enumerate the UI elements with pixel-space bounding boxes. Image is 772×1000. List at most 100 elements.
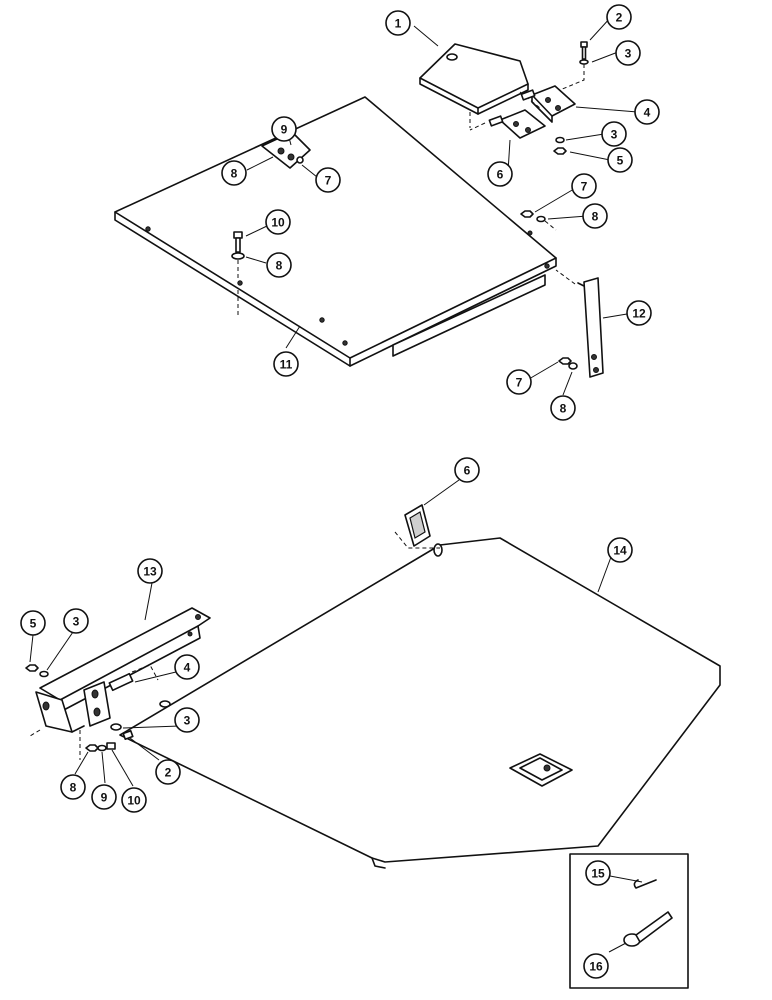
upper-panel [114, 96, 557, 367]
callout-label: 11 [280, 358, 293, 372]
callout-circle [265, 209, 291, 235]
leader-lines [29, 16, 643, 953]
callout-3: 3 [63, 608, 89, 634]
callout-circle [155, 759, 181, 785]
callout-circle [585, 860, 611, 886]
callout-circle [582, 203, 608, 229]
callout-8: 8 [60, 774, 86, 800]
callout-4: 4 [634, 99, 660, 125]
callout-6: 6 [487, 161, 513, 187]
callout-circle [174, 707, 200, 733]
nut-washer-strap [558, 357, 578, 370]
callout-circle [454, 457, 480, 483]
callout-circle [137, 558, 163, 584]
support-strap [555, 269, 604, 378]
callout-label: 1 [395, 17, 402, 31]
callout-circle [20, 610, 46, 636]
callout-8: 8 [550, 395, 576, 421]
callout-circle [571, 173, 597, 199]
callout-9: 9 [271, 116, 297, 142]
callout-10: 10 [265, 209, 291, 235]
callout-3: 3 [601, 121, 627, 147]
callout-9: 9 [91, 784, 117, 810]
callout-circle [601, 121, 627, 147]
callout-circle [121, 787, 147, 813]
callout-2: 2 [606, 4, 632, 30]
callout-circle [63, 608, 89, 634]
callout-13: 13 [137, 558, 163, 584]
callout-label: 12 [632, 307, 646, 321]
callout-circle [634, 99, 660, 125]
callout-7: 7 [571, 173, 597, 199]
callout-14: 14 [607, 537, 633, 563]
callout-circle [626, 300, 652, 326]
callout-label: 4 [184, 661, 191, 675]
callout-circle [607, 147, 633, 173]
hinge-pin [108, 664, 159, 692]
callout-label: 3 [611, 128, 618, 142]
callout-label: 2 [616, 11, 623, 25]
callout-circle [615, 40, 641, 66]
callout-4: 4 [174, 654, 200, 680]
callout-label: 14 [613, 544, 627, 558]
callout-label: 13 [143, 565, 157, 579]
callout-circle [606, 4, 632, 30]
callout-label: 7 [516, 376, 523, 390]
callout-circle [550, 395, 576, 421]
callout-label: 3 [184, 714, 191, 728]
callout-circle [266, 252, 292, 278]
callout-label: 9 [101, 791, 108, 805]
callout-circle [315, 167, 341, 193]
callout-15: 15 [585, 860, 611, 886]
callout-label: 8 [231, 167, 238, 181]
callout-label: 9 [281, 123, 288, 137]
callout-10: 10 [121, 787, 147, 813]
callout-label: 15 [591, 867, 605, 881]
callout-label: 6 [497, 168, 504, 182]
callout-label: 3 [73, 615, 80, 629]
callout-7: 7 [315, 167, 341, 193]
callout-12: 12 [626, 300, 652, 326]
lower-fasteners [25, 664, 134, 760]
nut-washer-set [553, 136, 567, 155]
callout-circle [273, 351, 299, 377]
callout-6: 6 [454, 457, 480, 483]
callout-circle [271, 116, 297, 142]
hinge-leaf [520, 85, 576, 123]
lower-panel [119, 537, 721, 869]
callout-label: 8 [560, 402, 567, 416]
callout-circle [91, 784, 117, 810]
callout-label: 8 [276, 259, 283, 273]
callout-circle [607, 537, 633, 563]
callout-label: 5 [30, 617, 37, 631]
callout-11: 11 [273, 351, 299, 377]
callout-label: 10 [271, 216, 285, 230]
nut-washer-right [520, 210, 557, 231]
bolt-center [231, 231, 245, 316]
hinge-bracket [29, 607, 211, 737]
callout-circle [60, 774, 86, 800]
callout-circle [221, 160, 247, 186]
callout-circle [583, 953, 609, 979]
callout-circle [487, 161, 513, 187]
callout-label: 4 [644, 106, 651, 120]
callout-16: 16 [583, 953, 609, 979]
callout-circle [506, 369, 532, 395]
callout-3: 3 [174, 707, 200, 733]
callout-5: 5 [20, 610, 46, 636]
callout-circle [174, 654, 200, 680]
callout-label: 5 [617, 154, 624, 168]
inset-detail [569, 853, 689, 989]
callout-7: 7 [506, 369, 532, 395]
callout-3: 3 [615, 40, 641, 66]
callout-label: 16 [589, 960, 603, 974]
callout-circle [385, 10, 411, 36]
callout-label: 10 [127, 794, 141, 808]
latch [394, 504, 440, 549]
callout-5: 5 [607, 147, 633, 173]
callout-8: 8 [221, 160, 247, 186]
hinge-plate [419, 43, 541, 128]
callout-label: 6 [464, 464, 471, 478]
callout-label: 3 [625, 47, 632, 61]
